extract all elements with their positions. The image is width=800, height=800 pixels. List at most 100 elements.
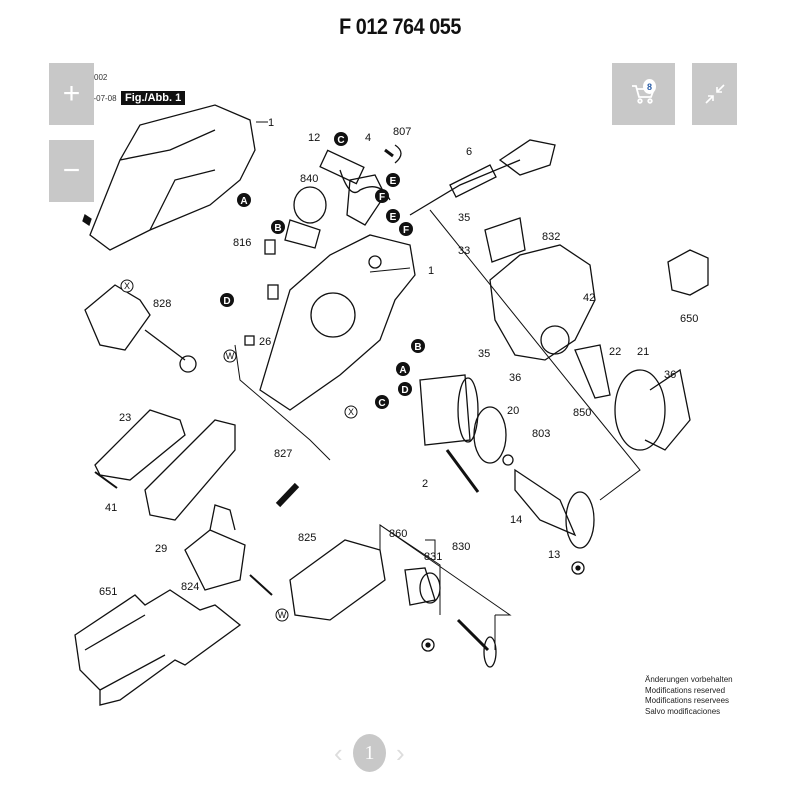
frame-part-860	[289, 539, 386, 621]
svg-text:C: C	[378, 398, 385, 409]
box-part-29	[144, 419, 236, 521]
connector-marker-f: F	[375, 189, 389, 203]
connector-marker-x: X	[120, 279, 134, 293]
foot-part-828	[84, 284, 151, 351]
part-label: 13	[548, 549, 560, 561]
part-label: 860	[389, 528, 407, 540]
connector-marker-w: W	[275, 608, 289, 622]
connector-marker-x: X	[344, 405, 358, 419]
connector-marker-b: B	[411, 339, 425, 353]
svg-text:X: X	[348, 407, 354, 417]
svg-text:F: F	[379, 192, 385, 203]
part-label: 22	[609, 346, 621, 358]
svg-text:A: A	[399, 365, 406, 376]
stator-part-2	[419, 374, 471, 446]
page-title: F 012 764 055	[339, 14, 461, 39]
notice-line: Modifications reservees	[645, 696, 730, 705]
connector-marker-a: A	[396, 362, 410, 376]
connector-marker-b: B	[271, 220, 285, 234]
connector-marker-w: W	[223, 349, 237, 363]
connector-marker-e: E	[386, 209, 400, 223]
part-label: 6	[466, 146, 472, 158]
part-label: 651	[99, 586, 117, 598]
part-label: 807	[393, 126, 411, 138]
next-page-button[interactable]: ›	[396, 738, 405, 768]
notice-line: Salvo modificaciones	[645, 706, 721, 716]
cable-part-6	[409, 159, 521, 216]
figure-label: Fig./Abb. 1	[121, 91, 186, 105]
part-label: 20	[507, 405, 519, 417]
part-label: 827	[274, 448, 292, 460]
armature-part-803	[514, 468, 577, 537]
minus-icon: −	[62, 154, 81, 187]
zoom-out-button[interactable]: −	[49, 140, 94, 202]
part-label: 831	[424, 551, 442, 563]
part-label: 816	[233, 237, 251, 249]
connector-marker-d: D	[220, 293, 234, 307]
svg-text:X: X	[124, 281, 130, 291]
part-label: 12	[308, 132, 320, 144]
connector-marker-c: C	[375, 395, 389, 409]
part-label: 1	[428, 265, 434, 277]
part-label: 29	[155, 543, 167, 555]
part-label: 35	[478, 348, 490, 360]
notice-line: Modifications reserved	[645, 685, 726, 695]
connector-marker-f: F	[399, 222, 413, 236]
modifications-notice: Änderungen vorbehalten Modifications res…	[645, 675, 733, 717]
part-label: 36	[664, 369, 676, 381]
part-label: 23	[119, 412, 131, 424]
part-drawings	[74, 104, 709, 706]
part-label: 832	[542, 231, 560, 243]
part-label: 825	[298, 532, 316, 544]
cart-button[interactable]: 8	[612, 63, 675, 125]
svg-text:A: A	[240, 196, 247, 207]
page-indicator[interactable]: 1	[353, 734, 386, 772]
roller-part-824	[184, 529, 246, 591]
doc-date: 1-07-08	[89, 94, 117, 103]
housing-part-1	[89, 104, 256, 251]
connector-marker-e: E	[386, 173, 400, 187]
housing-part-1b	[259, 234, 416, 411]
svg-text:B: B	[414, 342, 421, 353]
doc-number: 002	[94, 73, 108, 82]
collapse-button[interactable]	[692, 63, 737, 125]
part-label: 830	[452, 541, 470, 553]
cart-count-badge: 8	[643, 79, 656, 94]
svg-text:W: W	[278, 610, 287, 620]
svg-text:W: W	[226, 351, 235, 361]
part-label: 35	[458, 212, 470, 224]
part-label: 850	[573, 407, 591, 419]
svg-text:F: F	[403, 225, 409, 236]
connector-marker-a: A	[237, 193, 251, 207]
part-label: 650	[680, 313, 698, 325]
plate-part-651	[74, 589, 242, 706]
svg-text:C: C	[337, 135, 344, 146]
part-label: 42	[583, 292, 595, 304]
part-label: 33	[458, 245, 470, 257]
part-label: 840	[300, 173, 318, 185]
collapse-arrows-icon	[704, 84, 725, 104]
svg-text:D: D	[401, 385, 408, 396]
notice-line: Änderungen vorbehalten	[645, 675, 733, 684]
zoom-in-button[interactable]: +	[49, 63, 94, 125]
svg-text:D: D	[223, 296, 230, 307]
part-label: 4	[365, 132, 371, 144]
part-label: 2	[422, 478, 428, 490]
part-label: 21	[637, 346, 649, 358]
part-label: 26	[259, 336, 271, 348]
prev-page-button[interactable]: ‹	[334, 738, 343, 768]
part-labels: 1 1 12 4 807 840 6 816 35 33 832 650 42 …	[99, 117, 698, 598]
connector-marker-c: C	[334, 132, 348, 146]
part-label: 828	[153, 298, 171, 310]
svg-text:E: E	[390, 212, 397, 223]
connector-marker-d: D	[398, 382, 412, 396]
gear-housing-part-832	[489, 244, 596, 361]
part-label: 1	[268, 117, 274, 129]
part-label: 36	[509, 372, 521, 384]
svg-text:B: B	[274, 223, 281, 234]
part-label: 41	[105, 502, 117, 514]
plus-icon: +	[62, 77, 81, 110]
svg-text:E: E	[390, 176, 397, 187]
part-label: 14	[510, 514, 522, 526]
connector-markers: A A B B C C D D E E F F W W X X	[120, 132, 425, 622]
